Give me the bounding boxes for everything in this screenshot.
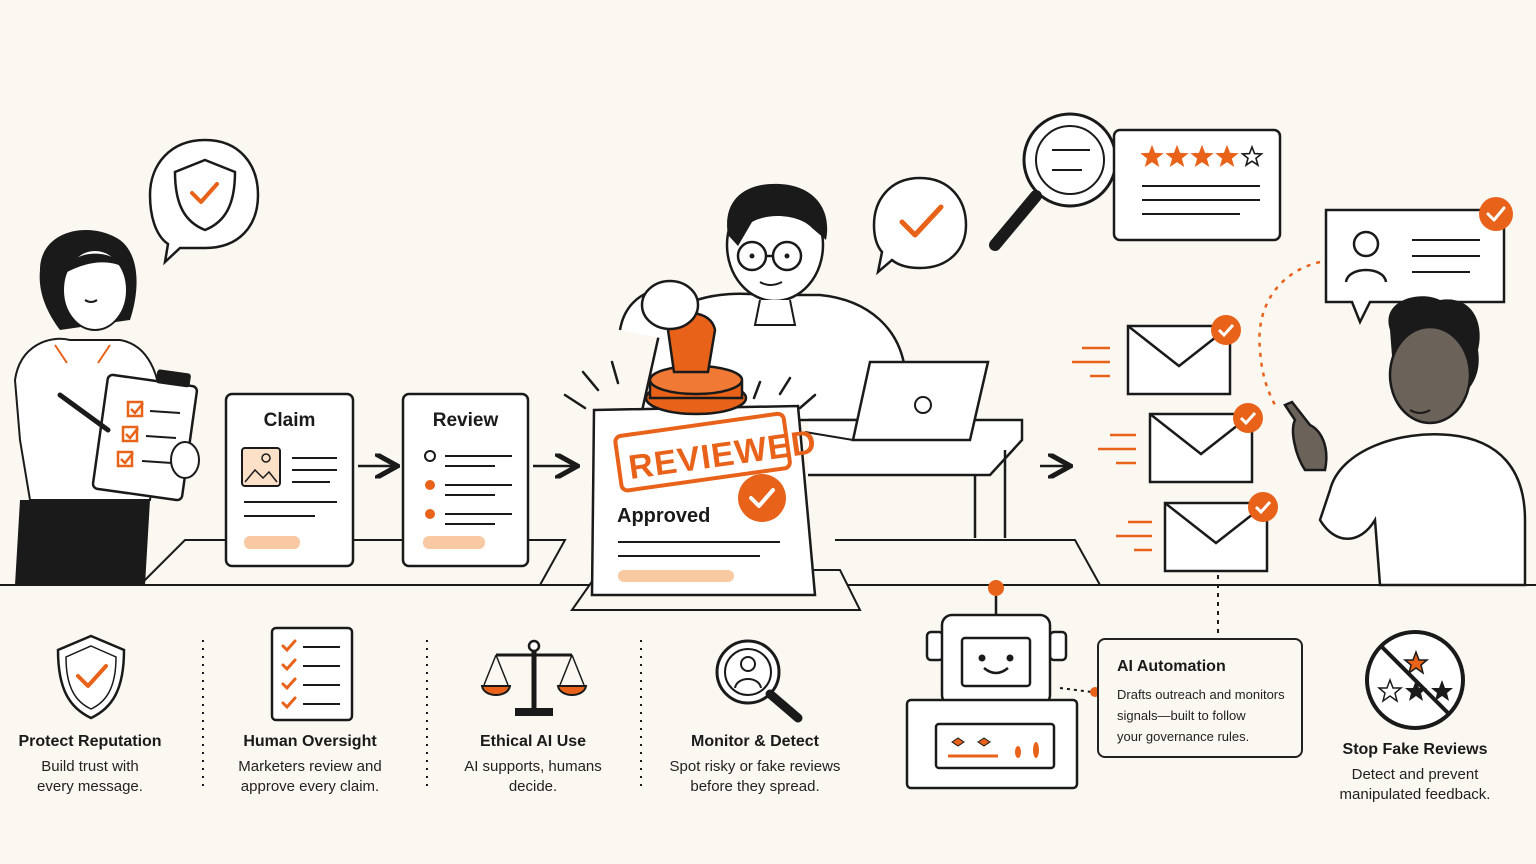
robot-figure bbox=[905, 580, 1079, 790]
scales-icon bbox=[480, 639, 588, 716]
approved-text: Approved bbox=[617, 505, 711, 527]
star-filled-icon bbox=[1190, 144, 1214, 167]
feature-desc-line: Spot risky or fake reviews bbox=[669, 758, 841, 775]
feature-ethical-ai-use: Ethical AI Use AI supports, humans decid… bbox=[443, 733, 623, 797]
feature-monitor-detect: Monitor & Detect Spot risky or fake revi… bbox=[655, 733, 855, 797]
burst-lines bbox=[563, 360, 817, 410]
magnifier-user-icon bbox=[715, 639, 803, 723]
feature-desc-line: before they spread. bbox=[690, 778, 820, 795]
shield-speech-bubble bbox=[148, 138, 260, 266]
feature-desc-line: Marketers review and bbox=[238, 758, 382, 775]
feature-desc-line: AI supports, humans bbox=[464, 758, 602, 775]
claim-document bbox=[224, 392, 355, 568]
feature-dividers bbox=[202, 640, 642, 790]
user-message-card bbox=[1324, 197, 1513, 326]
no-fake-stars-icon bbox=[1365, 630, 1465, 730]
envelope-group bbox=[1072, 315, 1278, 573]
feature-desc-line: manipulated feedback. bbox=[1339, 786, 1491, 803]
review-title: Review bbox=[432, 410, 499, 431]
star-filled-icon bbox=[1165, 144, 1189, 167]
feature-stop-fake-reviews: Stop Fake Reviews Detect and prevent man… bbox=[1320, 741, 1510, 805]
pointing-man-figure bbox=[1283, 296, 1527, 587]
feature-title: Stop Fake Reviews bbox=[1342, 741, 1488, 758]
feature-title: Protect Reputation bbox=[18, 733, 162, 750]
stamp bbox=[640, 279, 748, 416]
magnifier-icon bbox=[989, 112, 1118, 251]
checklist-icon bbox=[270, 626, 354, 722]
feature-protect-reputation: Protect Reputation Build trust with ever… bbox=[10, 733, 170, 797]
feature-title: Ethical AI Use bbox=[479, 733, 587, 750]
feature-desc-line: decide. bbox=[508, 778, 558, 795]
feature-desc-line: approve every claim. bbox=[240, 778, 380, 795]
dashed-connector bbox=[1258, 260, 1321, 406]
feature-desc-line: Detect and prevent bbox=[1351, 766, 1479, 783]
feature-desc-line: every message. bbox=[37, 778, 143, 795]
review-card bbox=[1112, 128, 1282, 242]
feature-desc-line: Build trust with bbox=[41, 758, 139, 775]
feature-title: Monitor & Detect bbox=[691, 733, 819, 750]
star-empty-icon bbox=[1240, 144, 1264, 167]
ai-automation-line: your governance rules. bbox=[1117, 729, 1250, 744]
check-speech-bubble bbox=[872, 176, 968, 276]
laptop bbox=[804, 360, 1024, 538]
star-filled-icon bbox=[1215, 144, 1239, 167]
review-document bbox=[401, 392, 530, 568]
feature-human-oversight: Human Oversight Marketers review and app… bbox=[220, 733, 400, 797]
ai-automation-box: AI Automation Drafts outreach and monito… bbox=[1097, 638, 1303, 758]
approved-document bbox=[590, 404, 817, 597]
ai-automation-line: signals—built to follow bbox=[1117, 708, 1246, 723]
clipboard bbox=[57, 369, 200, 502]
ai-automation-line: Drafts outreach and monitors bbox=[1117, 687, 1285, 702]
ai-automation-title: AI Automation bbox=[1117, 658, 1226, 675]
shield-check-icon bbox=[56, 634, 126, 720]
feature-title: Human Oversight bbox=[243, 733, 377, 750]
star-filled-icon bbox=[1140, 144, 1164, 167]
claim-title: Claim bbox=[263, 410, 316, 431]
